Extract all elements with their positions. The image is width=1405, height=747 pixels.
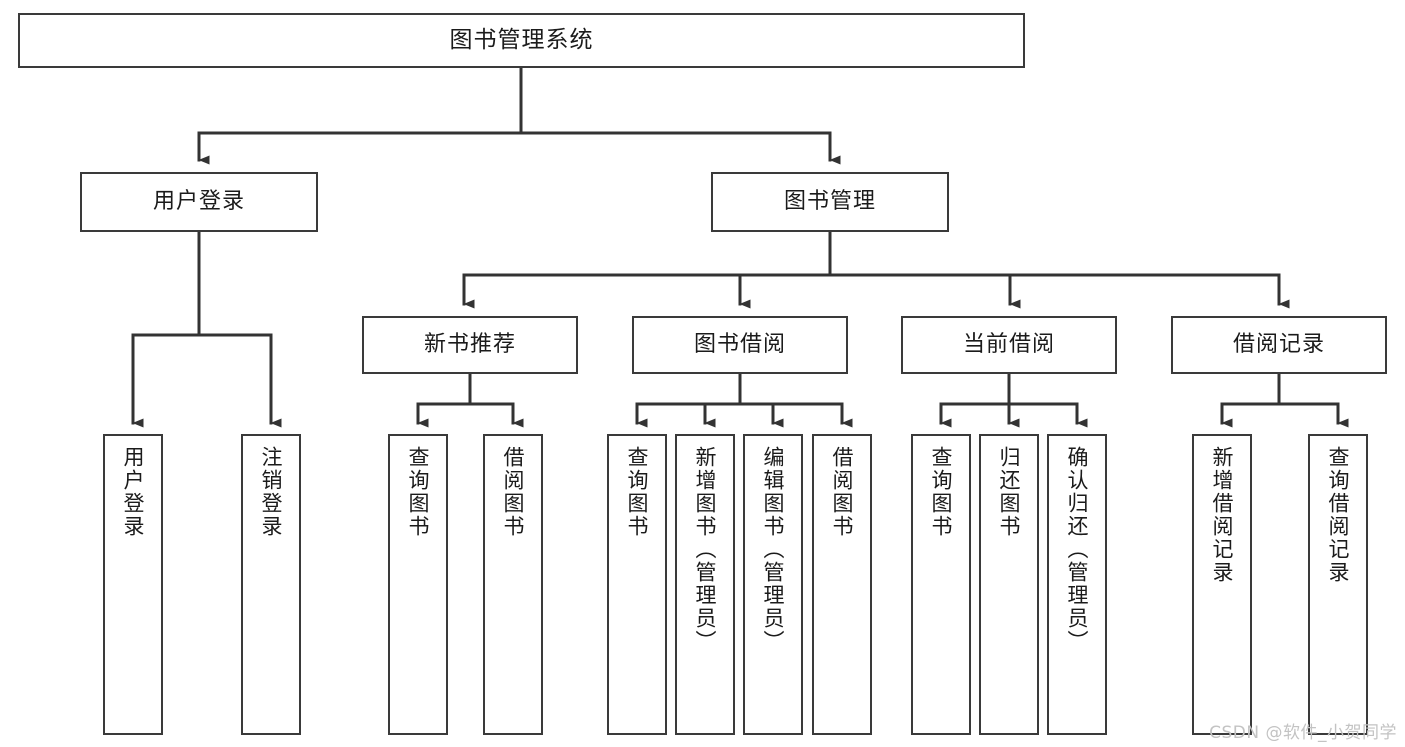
- node-label: 注销登录: [259, 446, 284, 538]
- leaf-confirm-return-admin[interactable]: 确认归还（管理员）: [1047, 434, 1107, 735]
- node-label: 当前借阅: [962, 332, 1055, 358]
- node-user-login[interactable]: 用户登录: [80, 172, 318, 232]
- node-book-borrow[interactable]: 图书借阅: [632, 316, 848, 374]
- leaf-query-borrow-record[interactable]: 查询借阅记录: [1308, 434, 1368, 735]
- leaf-query-book-current[interactable]: 查询图书: [911, 434, 971, 735]
- leaf-edit-book-admin[interactable]: 编辑图书（管理员）: [743, 434, 803, 735]
- node-label: 借阅记录: [1232, 332, 1325, 358]
- leaf-query-book-new[interactable]: 查询图书: [388, 434, 448, 735]
- node-label: 新增图书（管理员）: [693, 446, 718, 653]
- leaf-logout-login[interactable]: 注销登录: [241, 434, 301, 735]
- node-label: 图书管理: [783, 189, 876, 215]
- node-new-book-recommendation[interactable]: 新书推荐: [362, 316, 578, 374]
- node-label: 借阅图书: [830, 446, 855, 538]
- leaf-return-book[interactable]: 归还图书: [979, 434, 1039, 735]
- node-book-management[interactable]: 图书管理: [711, 172, 949, 232]
- node-label: 新书推荐: [423, 332, 516, 358]
- leaf-add-borrow-record[interactable]: 新增借阅记录: [1192, 434, 1252, 735]
- node-label: 用户登录: [152, 189, 245, 215]
- leaf-add-book-admin[interactable]: 新增图书（管理员）: [675, 434, 735, 735]
- node-label: 图书借阅: [693, 332, 786, 358]
- node-label: 查询图书: [625, 446, 650, 538]
- leaf-borrow-book-new[interactable]: 借阅图书: [483, 434, 543, 735]
- node-label: 查询图书: [406, 446, 431, 538]
- node-label: 查询借阅记录: [1326, 446, 1351, 584]
- node-label: 查询图书: [929, 446, 954, 538]
- node-label: 借阅图书: [501, 446, 526, 538]
- leaf-borrow-book[interactable]: 借阅图书: [812, 434, 872, 735]
- node-borrow-record[interactable]: 借阅记录: [1171, 316, 1387, 374]
- node-root-system[interactable]: 图书管理系统: [18, 13, 1025, 68]
- node-label: 确认归还（管理员）: [1065, 446, 1090, 653]
- leaf-user-login[interactable]: 用户登录: [103, 434, 163, 735]
- node-label: 新增借阅记录: [1210, 446, 1235, 584]
- node-label: 用户登录: [121, 446, 146, 538]
- node-label: 图书管理系统: [449, 26, 594, 53]
- node-current-borrow[interactable]: 当前借阅: [901, 316, 1117, 374]
- node-label: 归还图书: [997, 446, 1022, 538]
- node-label: 编辑图书（管理员）: [761, 446, 786, 653]
- leaf-query-book-borrow[interactable]: 查询图书: [607, 434, 667, 735]
